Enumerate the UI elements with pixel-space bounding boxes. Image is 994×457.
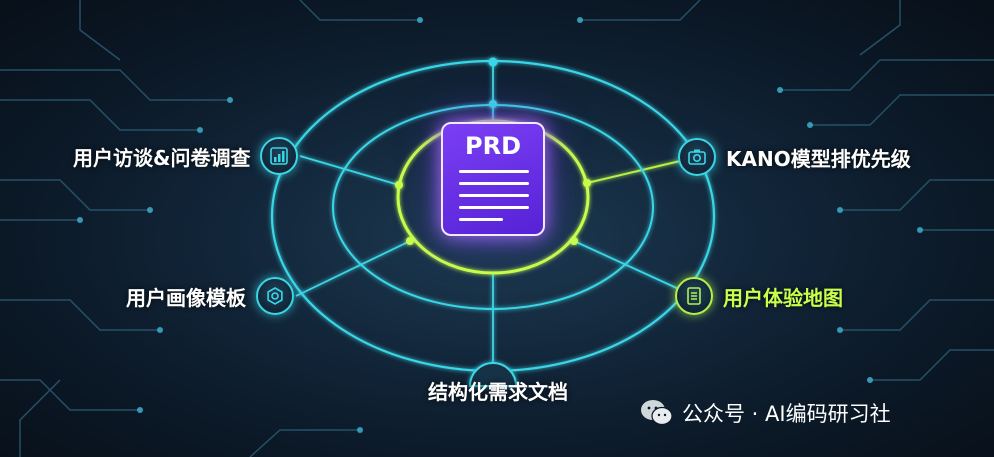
node-journey-map: 用户体验地图 xyxy=(675,277,843,315)
inner-ring xyxy=(396,119,590,275)
node-label: KANO模型排优先级 xyxy=(726,146,911,171)
bottom-node-marker xyxy=(468,362,518,387)
node-label: 用户访谈&问卷调查 xyxy=(73,145,251,170)
watermark-text: 公众号 · AI编码研习社 xyxy=(682,402,891,426)
node-label: 用户体验地图 xyxy=(723,285,843,310)
document-icon xyxy=(675,277,713,315)
connector-spokes xyxy=(295,62,695,370)
prd-text-line xyxy=(459,170,529,173)
node-structured-doc: 结构化需求文档 xyxy=(428,376,568,405)
watermark: 公众号 · AI编码研习社 xyxy=(640,398,891,428)
prd-document-card: PRD xyxy=(441,122,545,236)
wechat-icon xyxy=(641,400,673,426)
circuit-nodes xyxy=(77,17,923,433)
prd-title: PRD xyxy=(465,132,521,160)
camera-icon xyxy=(678,138,716,176)
node-label: 用户画像模板 xyxy=(126,285,246,310)
prd-text-line xyxy=(459,194,529,197)
prd-text-line xyxy=(459,206,529,209)
node-persona: 用户画像模板 xyxy=(126,277,294,315)
node-user-interview: 用户访谈&问卷调查 xyxy=(73,137,299,175)
prd-text-line xyxy=(459,218,503,221)
prd-text-line xyxy=(459,182,529,185)
connection-dots xyxy=(395,57,591,245)
node-kano: KANO模型排优先级 xyxy=(678,138,911,176)
gear-icon xyxy=(256,277,294,315)
chart-report-icon xyxy=(260,137,299,175)
node-label: 结构化需求文档 xyxy=(428,380,568,404)
